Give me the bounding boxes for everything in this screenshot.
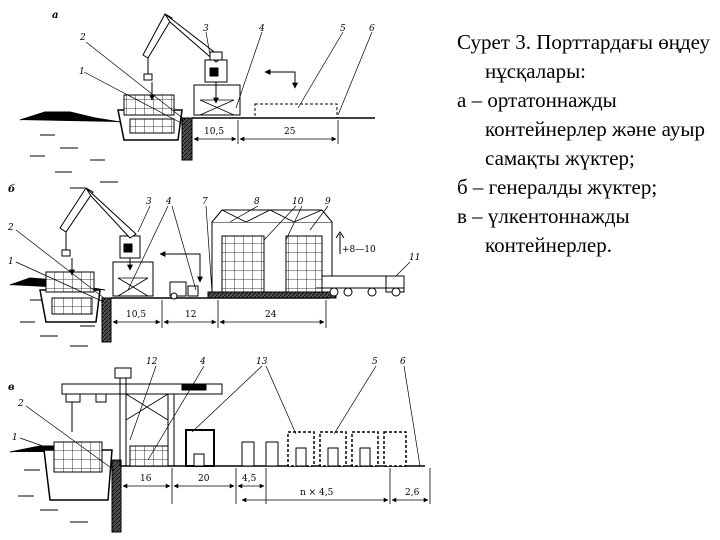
- quay-wall-c: [111, 459, 122, 533]
- caption-item-b: б – генералды жүктер;: [457, 175, 658, 199]
- crane-a: [142, 13, 241, 116]
- label-a-5: 5: [340, 24, 346, 34]
- dim-c-1: 16: [140, 474, 152, 484]
- label-b-1: 1: [8, 257, 14, 267]
- label-a-4: 4: [258, 24, 265, 34]
- gantry-crane-c: [61, 367, 223, 467]
- section-b: б: [7, 184, 420, 347]
- dimensions-a: [191, 120, 339, 144]
- label-c-6: 6: [400, 357, 406, 367]
- label-c-12: 12: [146, 357, 158, 367]
- dimensions-b: [110, 300, 327, 328]
- dim-b-3: 24: [265, 310, 277, 320]
- arrows-a: [149, 69, 298, 104]
- dim-c-5: 2,6: [405, 488, 420, 498]
- dimensions-c: [120, 468, 431, 504]
- label-b-7: 7: [202, 197, 208, 207]
- label-a-6: 6: [369, 24, 375, 34]
- figure-caption: Сурет 3. Порттардағы өңдеу нұсқалары: а …: [457, 28, 715, 260]
- label-c-4: 4: [199, 357, 206, 367]
- ship-a: [117, 94, 183, 141]
- level-mark-b: [335, 231, 345, 254]
- ship-c: [43, 441, 113, 501]
- section-b-letter: б: [8, 184, 15, 195]
- ship-b: [39, 271, 101, 323]
- dim-b-2: 12: [185, 310, 196, 320]
- label-b-4: 4: [165, 197, 172, 207]
- containers-c: [185, 429, 407, 467]
- caption-item-a: а – ортатоннажды контейнерлер және ауыр …: [457, 88, 705, 170]
- water-a: [19, 111, 121, 189]
- labels-a: [83, 31, 373, 126]
- label-c-13: 13: [256, 357, 268, 367]
- dim-c-3: 4,5: [242, 474, 257, 484]
- label-a-2: 2: [79, 33, 86, 43]
- forklift-b: [169, 281, 199, 300]
- label-b-8: 8: [254, 197, 260, 207]
- storage-area-a: [254, 103, 338, 119]
- label-c-5: 5: [372, 357, 378, 367]
- truck-b: [316, 275, 405, 297]
- label-b-10: 10: [292, 197, 304, 207]
- quay-wall-b: [101, 297, 112, 343]
- label-b-9: 9: [325, 197, 331, 207]
- section-c-letter: в: [8, 382, 15, 393]
- caption-item-c: в – үлкентоннажды контейнерлер.: [457, 204, 630, 257]
- caption-title: Сурет 3. Порттардағы өңдеу нұсқалары:: [457, 30, 710, 83]
- label-b-2: 2: [7, 223, 14, 233]
- section-c: в: [8, 357, 431, 533]
- dim-c-4: n × 4,5: [300, 488, 334, 498]
- dim-a-2: 25: [284, 127, 296, 137]
- dim-c-2: 20: [198, 474, 210, 484]
- port-handling-diagram: а: [7, 10, 431, 533]
- label-a-3: 3: [203, 24, 209, 34]
- labels-b: [15, 205, 411, 303]
- section-a: а: [19, 10, 375, 189]
- level-mark-text: +8—10: [342, 245, 376, 255]
- label-b-3: 3: [146, 197, 152, 207]
- label-b-11: 11: [409, 253, 420, 263]
- label-a-1: 1: [79, 67, 85, 77]
- section-a-letter: а: [52, 10, 58, 21]
- arrows-b: [69, 251, 203, 283]
- label-c-2: 2: [17, 399, 24, 409]
- warehouse-b: [207, 209, 337, 299]
- labels-c: [19, 365, 421, 471]
- dim-a-1: 10,5: [204, 127, 224, 137]
- label-c-1: 1: [12, 433, 18, 443]
- dim-b-1: 10,5: [126, 310, 146, 320]
